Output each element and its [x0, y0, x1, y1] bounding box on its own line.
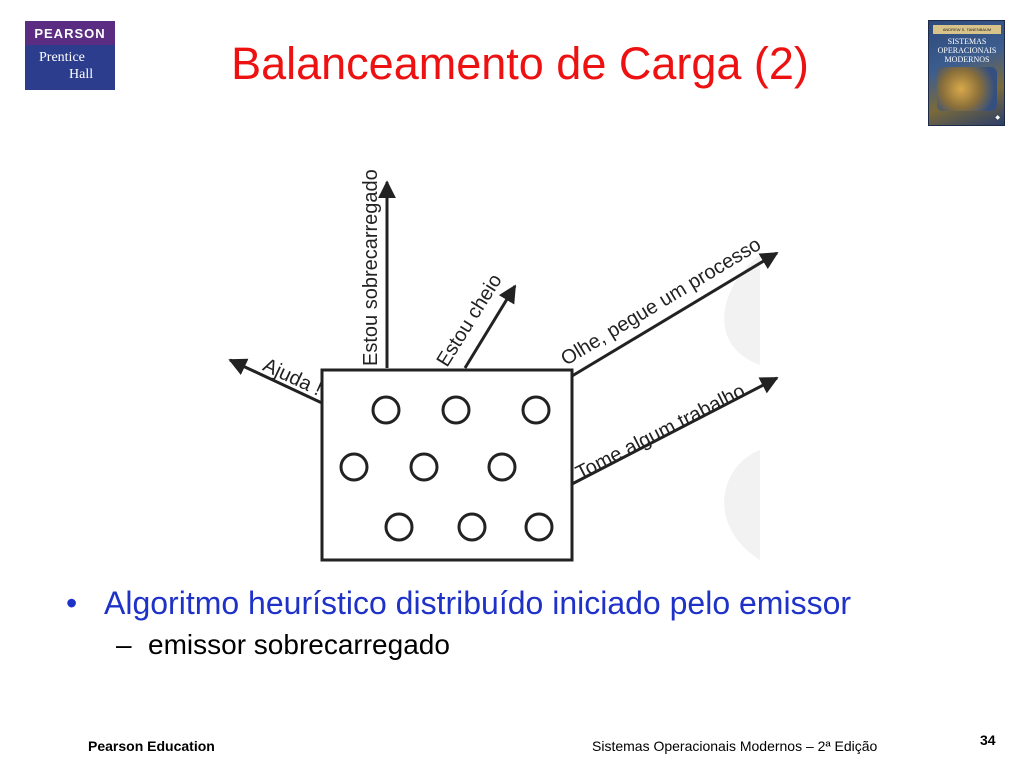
sub-bullet-item: – emissor sobrecarregado — [116, 628, 966, 662]
book-cover-art — [937, 67, 997, 111]
logo-line-1: Prentice — [39, 50, 85, 65]
bullet-text-main: Algoritmo heurístico distribuído iniciad… — [104, 585, 852, 621]
process-circle — [524, 512, 554, 542]
page-number: 34 — [980, 732, 996, 748]
process-circle — [441, 395, 471, 425]
label-tome: Tome algum trabalho — [572, 380, 748, 484]
logo-line-2: Hall — [69, 67, 94, 82]
arrow-pegue — [571, 251, 779, 378]
slide-title: Balanceamento de Carga (2) — [231, 38, 809, 89]
bullet-item: • Algoritmo heurístico distribuído inici… — [66, 584, 966, 622]
footer-publisher: Pearson Education — [88, 738, 215, 754]
book-author: ANDREW S. TANENBAUM — [933, 25, 1001, 34]
book-title-line: OPERACIONAIS — [937, 46, 997, 55]
process-circle — [487, 452, 517, 482]
logo-brand: PEARSON — [25, 21, 115, 45]
bullet-marker: • — [66, 585, 78, 621]
label-ajuda: Ajuda ! — [259, 354, 325, 400]
label-sobrecarregado: Estou sobrecarregado — [360, 169, 382, 366]
book-title-line: SISTEMAS — [947, 37, 987, 46]
process-circle — [457, 512, 487, 542]
process-circle — [339, 452, 369, 482]
book-title: SISTEMAS OPERACIONAIS MODERNOS — [931, 37, 1003, 64]
arrow-cheio — [463, 284, 517, 369]
arrow-tome — [571, 376, 779, 486]
pearson-logo: PEARSON Prentice Hall — [25, 21, 115, 90]
footer-book-title: Sistemas Operacionais Modernos – 2ª Ediç… — [592, 738, 878, 754]
book-cover: ANDREW S. TANENBAUM SISTEMAS OPERACIONAI… — [928, 20, 1005, 126]
bullet-list: • Algoritmo heurístico distribuído inici… — [66, 584, 966, 662]
sub-bullet-marker: – — [116, 629, 132, 660]
publisher-mark-icon: ◆ — [995, 115, 1000, 121]
book-title-line: MODERNOS — [944, 55, 990, 64]
background-blob — [724, 450, 760, 560]
load-balancing-diagram: Ajuda ! Estou sobrecarregado Estou cheio… — [228, 169, 779, 562]
sub-bullet-text: emissor sobrecarregado — [148, 629, 450, 660]
background-blob — [724, 255, 760, 365]
process-circle — [371, 395, 401, 425]
process-circle — [384, 512, 414, 542]
arrow-ajuda — [228, 358, 323, 405]
process-circles — [339, 395, 554, 542]
process-circle — [409, 452, 439, 482]
process-circle — [521, 395, 551, 425]
